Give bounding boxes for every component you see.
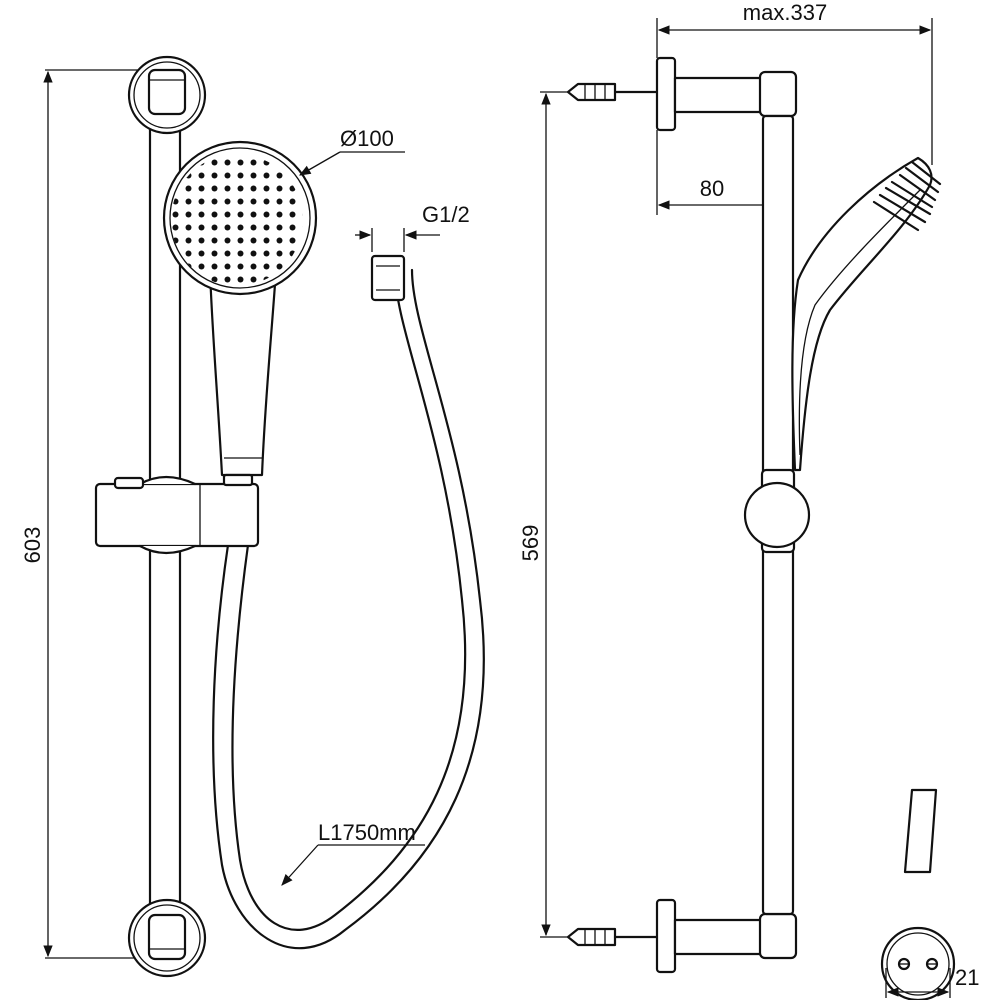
dimension-hose-length: L1750mm (281, 820, 425, 886)
dim-label-g12: G1/2 (422, 202, 470, 227)
wall-plug-screw-icon (566, 82, 662, 102)
dimension-569: 569 (518, 91, 600, 938)
side-view: max.337 80 569 (518, 0, 979, 1000)
shower-hose-icon (231, 268, 467, 931)
wall-plug-screw-icon (566, 927, 662, 947)
dimension-21: 21 (885, 965, 979, 998)
wall-bracket-icon (655, 56, 798, 132)
dimension-diameter: Ø100 (298, 126, 405, 176)
dimension-80: 80 (656, 130, 775, 215)
dim-label-diameter: Ø100 (340, 126, 394, 151)
slider-holder-icon (743, 468, 811, 554)
dim-label-hose-length: L1750mm (318, 820, 416, 845)
hose-nut-icon (370, 254, 406, 302)
slider-holder-icon (94, 475, 260, 555)
wall-bracket-icon (127, 55, 207, 135)
dim-label-603: 603 (20, 527, 45, 564)
dimension-603: 603 (20, 69, 155, 959)
wall-bracket-icon (127, 898, 207, 978)
rail-end-detail-icon (880, 788, 956, 1000)
dimension-max337: max.337 (656, 0, 933, 165)
dim-label-max337: max.337 (743, 0, 827, 25)
dimension-g12: G1/2 (355, 202, 470, 252)
hand-shower-icon (791, 156, 942, 472)
dim-label-569: 569 (518, 525, 543, 562)
hand-shower-icon (162, 140, 318, 487)
dim-label-80: 80 (700, 176, 724, 201)
dim-label-21: 21 (955, 965, 979, 990)
front-view: 603 (20, 55, 485, 978)
